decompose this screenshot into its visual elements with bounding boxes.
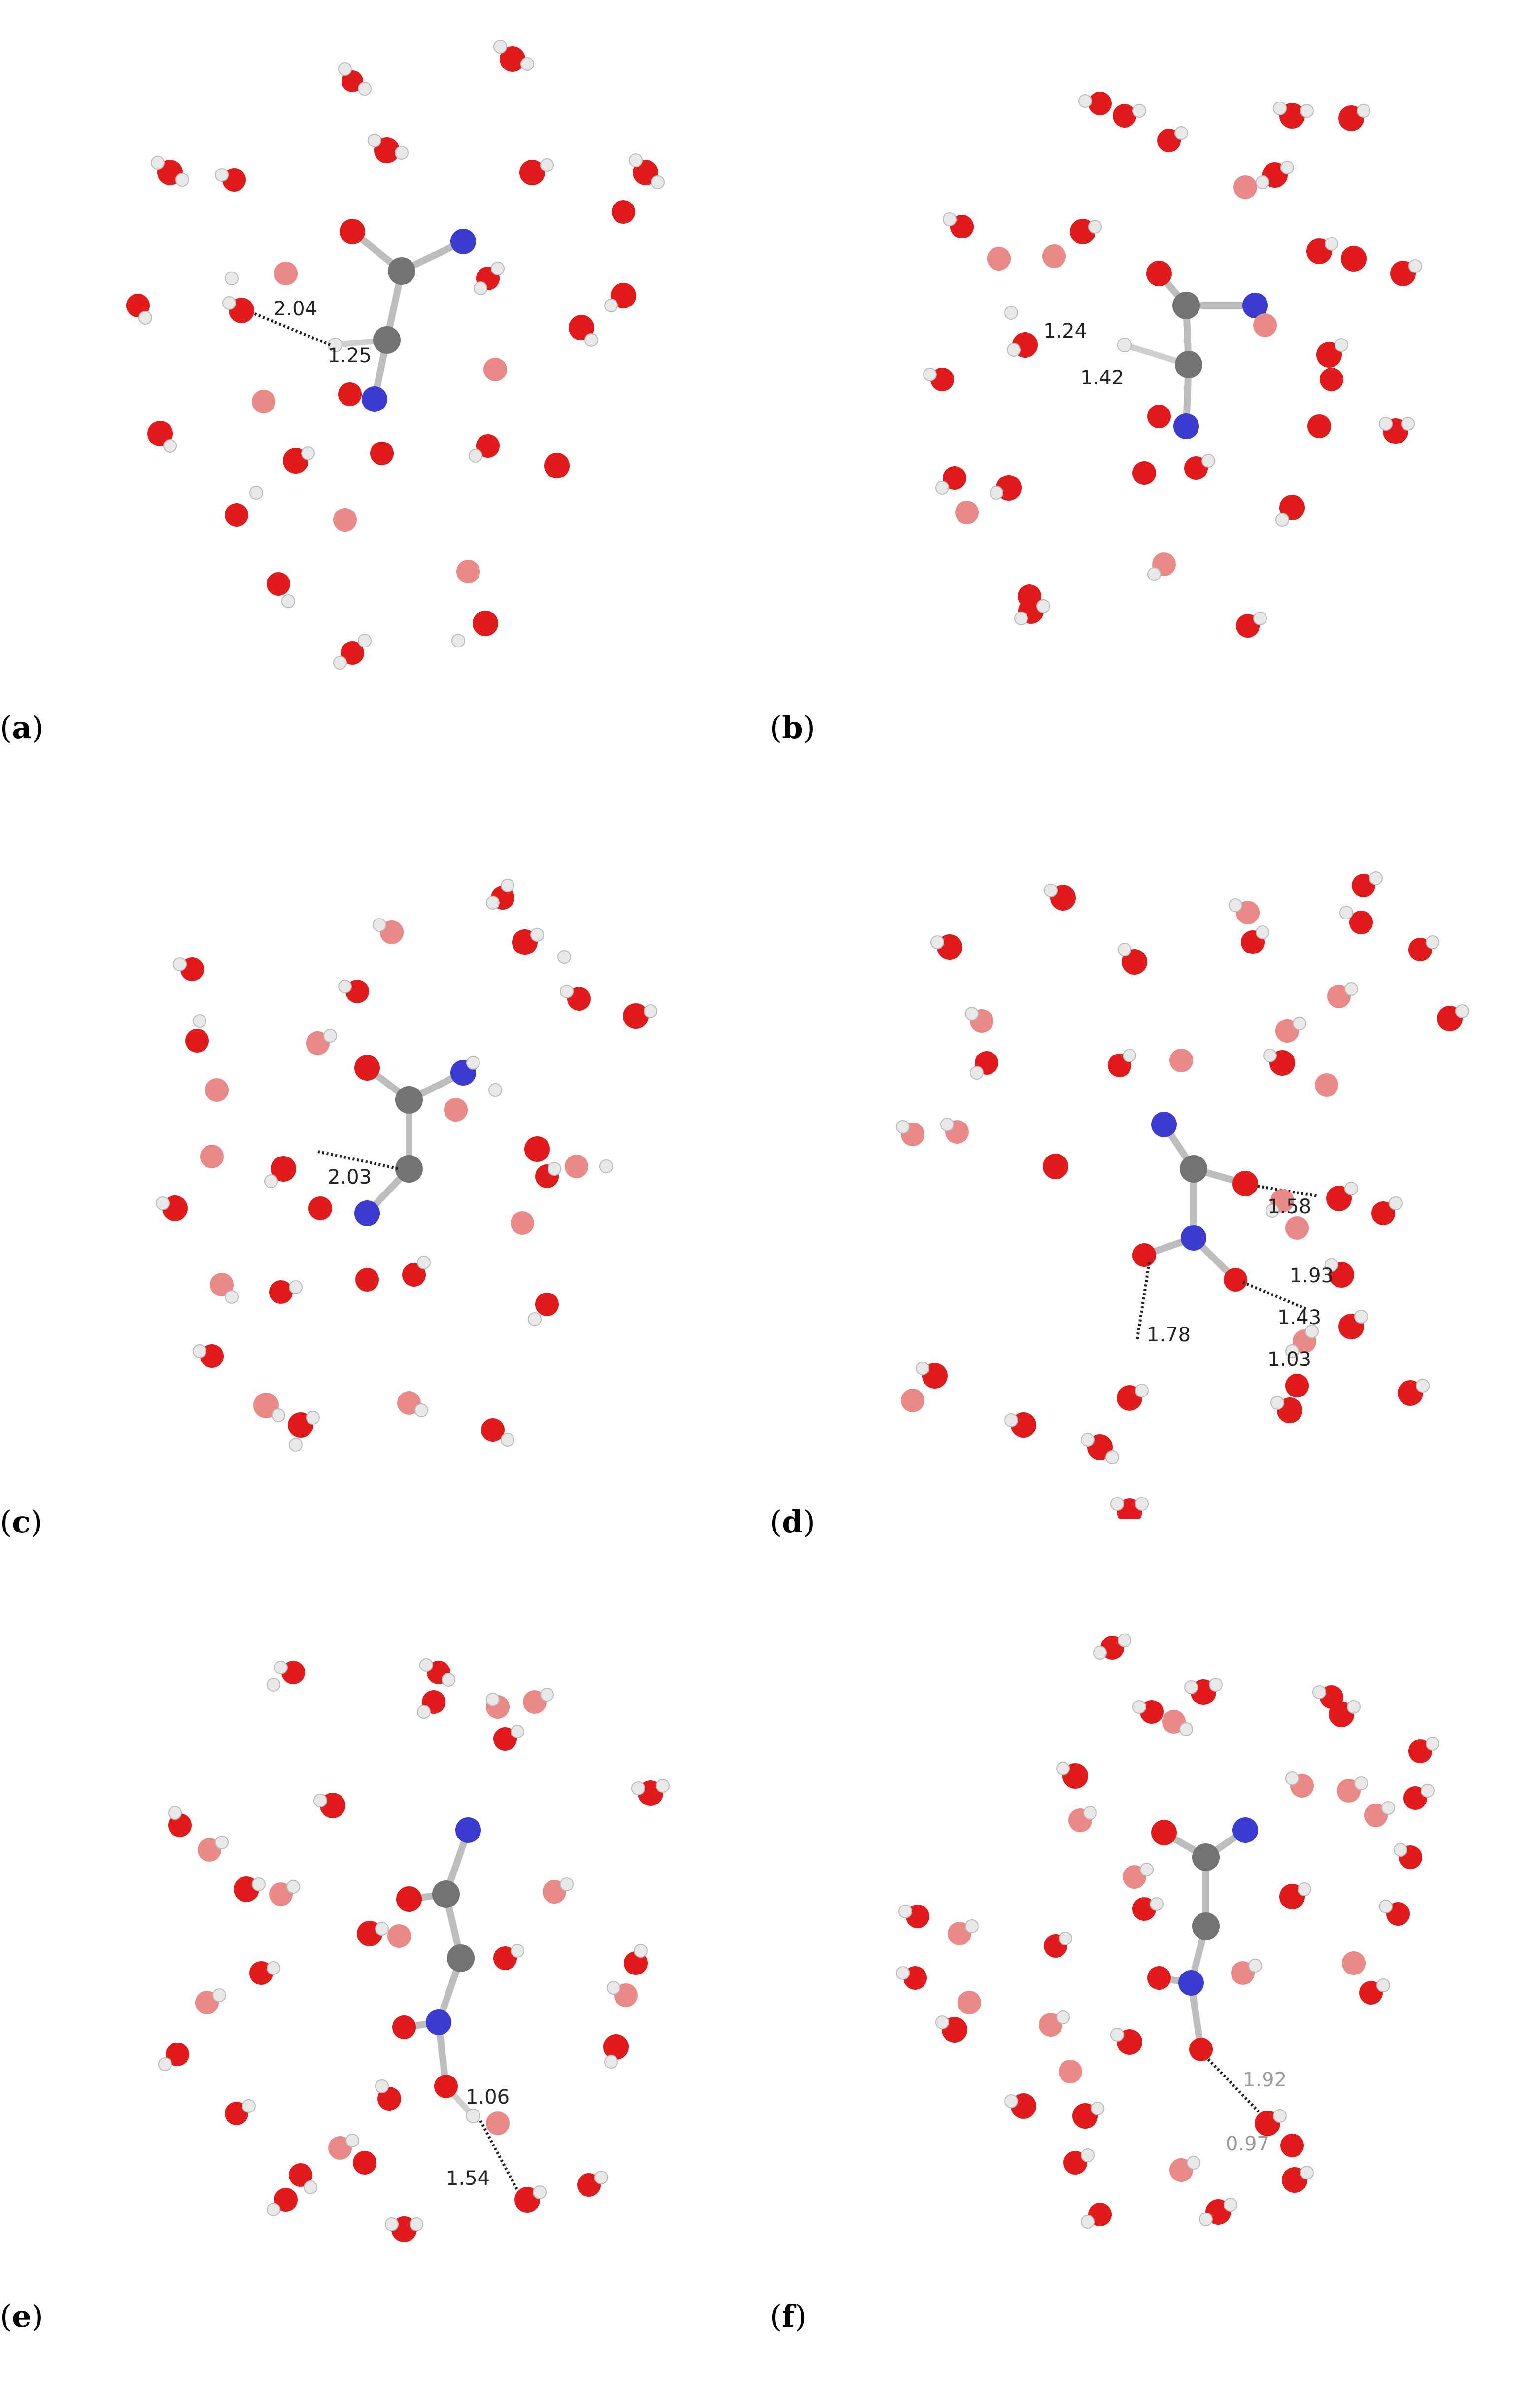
- molecule-render-a: 2.04 1.25: [126, 40, 665, 670]
- oxygen-atom: [340, 219, 365, 244]
- oxygen-atom: [1224, 1268, 1247, 1292]
- panel-label: (e): [0, 2298, 43, 2334]
- solute-molecule: [392, 1817, 481, 2123]
- distance-label: 1.54: [446, 2167, 490, 2190]
- hydrogen-atom: [466, 2109, 480, 2123]
- panel-label: (a): [0, 710, 44, 746]
- nitrogen-atom: [362, 386, 387, 412]
- solute-molecule: [308, 1055, 476, 1292]
- water-molecules: [903, 1636, 1432, 2226]
- hbond-line: [245, 309, 331, 346]
- distance-label: 2.04: [274, 298, 317, 320]
- carbon-atom: [1192, 1843, 1220, 1871]
- molecule-render-c: 2.03: [156, 879, 657, 1452]
- hbond-line: [1207, 2058, 1269, 2122]
- carbon-atom: [395, 1086, 423, 1114]
- panel-c: 2.03 (c): [0, 794, 770, 1589]
- nitrogen-atom: [450, 229, 476, 254]
- oxygen-atom: [354, 1055, 380, 1081]
- hydrogen-atom: [1117, 338, 1132, 352]
- oxygen-atom: [1132, 461, 1156, 485]
- water-hydrogens: [896, 871, 1469, 1511]
- distance-label: 1.58: [1267, 1195, 1311, 1218]
- hbond-line: [479, 2120, 521, 2196]
- panel-label: (f): [770, 2298, 807, 2334]
- water-hydrogens: [896, 1634, 1439, 2229]
- water-hydrogens: [923, 94, 1422, 625]
- nitrogen-atom: [1173, 413, 1199, 439]
- oxygen-atom: [1189, 2038, 1213, 2061]
- water-molecules: [901, 874, 1463, 1519]
- panel-f: 1.92 0.97 (f): [770, 1589, 1540, 2383]
- water-molecules: [930, 92, 1416, 638]
- molecule-render-f: 1.92 0.97: [896, 1634, 1439, 2229]
- carbon-atom: [1180, 1155, 1207, 1183]
- nitrogen-atom: [1178, 1970, 1204, 1996]
- solute-molecule: [1117, 261, 1268, 485]
- water-hydrogens: [138, 40, 665, 670]
- distance-label: 1.93: [1290, 1264, 1334, 1287]
- nitrogen-atom: [1232, 1817, 1258, 1843]
- distance-label: 1.92: [1243, 2069, 1287, 2091]
- molecule-render-e: 1.06 1.54: [158, 1658, 670, 2242]
- distance-label: 1.43: [1277, 1306, 1321, 1329]
- panel-label: (b): [770, 710, 815, 746]
- oxygen-atom: [1147, 1966, 1171, 1990]
- distance-label: 1.42: [1080, 367, 1124, 389]
- oxygen-atom: [1132, 1243, 1156, 1267]
- molecule-render-d: 1.58 1.93 1.43 1.78 1.03: [896, 871, 1469, 1519]
- water-hydrogens: [158, 1658, 670, 2231]
- distance-label: 1.25: [328, 344, 372, 367]
- carbon-atom: [373, 326, 401, 354]
- panel-label: (c): [0, 1504, 43, 1540]
- carbon-atom: [388, 257, 415, 285]
- carbon-atom: [447, 1944, 475, 1972]
- solute-molecule: [328, 219, 476, 465]
- nitrogen-atom: [1242, 293, 1268, 318]
- nitrogen-atom: [1181, 1225, 1206, 1251]
- oxygen-atom: [1232, 1171, 1258, 1196]
- water-hydrogens: [156, 879, 657, 1452]
- oxygen-atom: [1151, 1820, 1177, 1845]
- panel-label: (d): [770, 1504, 815, 1540]
- carbon-atom: [1172, 292, 1200, 319]
- panel-d: 1.58 1.93 1.43 1.78 1.03 (d): [770, 794, 1540, 1589]
- oxygen-atom: [396, 1886, 422, 1912]
- water-molecules: [166, 1661, 663, 2242]
- distance-label: 1.03: [1267, 1348, 1311, 1371]
- carbon-atom: [395, 1155, 423, 1183]
- nitrogen-atom: [1151, 1112, 1177, 1137]
- distance-label: 1.06: [466, 2086, 510, 2109]
- panel-e: 1.06 1.54 (e): [0, 1589, 770, 2383]
- distance-label: 2.03: [328, 1166, 372, 1189]
- oxygen-atom: [370, 442, 394, 465]
- oxygen-atom: [338, 382, 362, 406]
- distance-label: 0.97: [1226, 2133, 1269, 2155]
- solute-molecule: [1132, 1112, 1258, 1292]
- molecule-render-b: 1.24 1.42: [923, 92, 1422, 638]
- carbon-atom: [1175, 351, 1202, 378]
- nitrogen-atom: [426, 2009, 451, 2035]
- hbond-line: [317, 1150, 400, 1170]
- panel-a: 2.04 1.25 (a): [0, 0, 770, 794]
- oxygen-atom: [434, 2075, 458, 2098]
- oxygen-atom: [1146, 261, 1172, 286]
- nitrogen-atom: [455, 1817, 481, 1843]
- panel-b: 1.24 1.42 (b): [770, 0, 1540, 794]
- distance-label: 1.24: [1043, 320, 1087, 342]
- water-molecules: [126, 46, 658, 665]
- oxygen-atom: [308, 1196, 332, 1220]
- solute-molecule: [1147, 1817, 1258, 2061]
- hbond-lines: [1135, 1185, 1317, 1342]
- carbon-atom: [432, 1880, 460, 1908]
- carbon-atom: [1192, 1912, 1220, 1940]
- nitrogen-atom: [354, 1200, 380, 1226]
- distance-label: 1.78: [1147, 1324, 1191, 1346]
- oxygen-atom: [355, 1268, 379, 1292]
- oxygen-atom: [1147, 405, 1171, 428]
- oxygen-atom: [392, 2015, 416, 2039]
